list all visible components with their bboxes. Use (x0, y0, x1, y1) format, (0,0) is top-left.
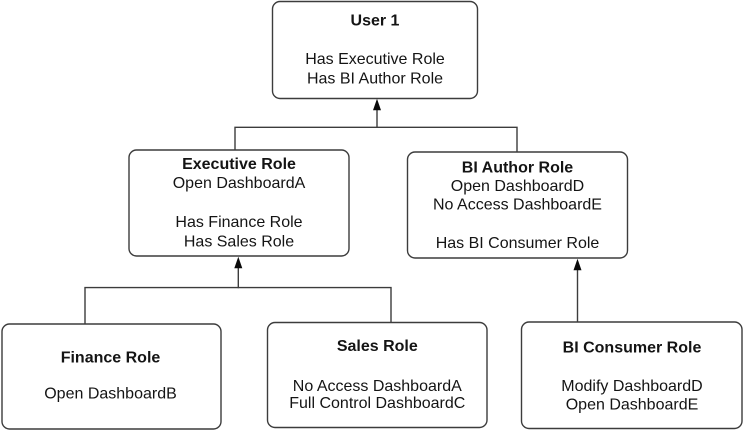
svg-text:Modify DashboardD: Modify DashboardD (561, 378, 702, 395)
svg-text:Has BI Consumer Role: Has BI Consumer Role (436, 235, 600, 252)
svg-text:Full Control DashboardC: Full Control DashboardC (289, 395, 465, 412)
svg-text:Has Sales Role: Has Sales Role (184, 234, 294, 251)
svg-text:Executive Role: Executive Role (182, 156, 296, 173)
svg-text:Has BI Author Role: Has BI Author Role (307, 70, 443, 87)
svg-text:Finance Role: Finance Role (61, 350, 161, 367)
svg-text:No Access DashboardA: No Access DashboardA (293, 378, 462, 395)
svg-text:BI Consumer Role: BI Consumer Role (563, 340, 702, 357)
svg-text:BI Author Role: BI Author Role (462, 160, 574, 177)
svg-text:Open DashboardB: Open DashboardB (44, 386, 177, 403)
svg-text:Sales Role: Sales Role (337, 338, 418, 355)
svg-text:Open DashboardE: Open DashboardE (566, 397, 699, 414)
svg-text:Open DashboardA: Open DashboardA (173, 175, 306, 192)
svg-text:Has Executive Role: Has Executive Role (305, 51, 445, 68)
svg-text:User 1: User 1 (351, 12, 400, 29)
svg-text:Open DashboardD: Open DashboardD (451, 178, 584, 195)
svg-text:Has Finance Role: Has Finance Role (175, 214, 302, 231)
svg-text:No Access DashboardE: No Access DashboardE (433, 196, 602, 213)
